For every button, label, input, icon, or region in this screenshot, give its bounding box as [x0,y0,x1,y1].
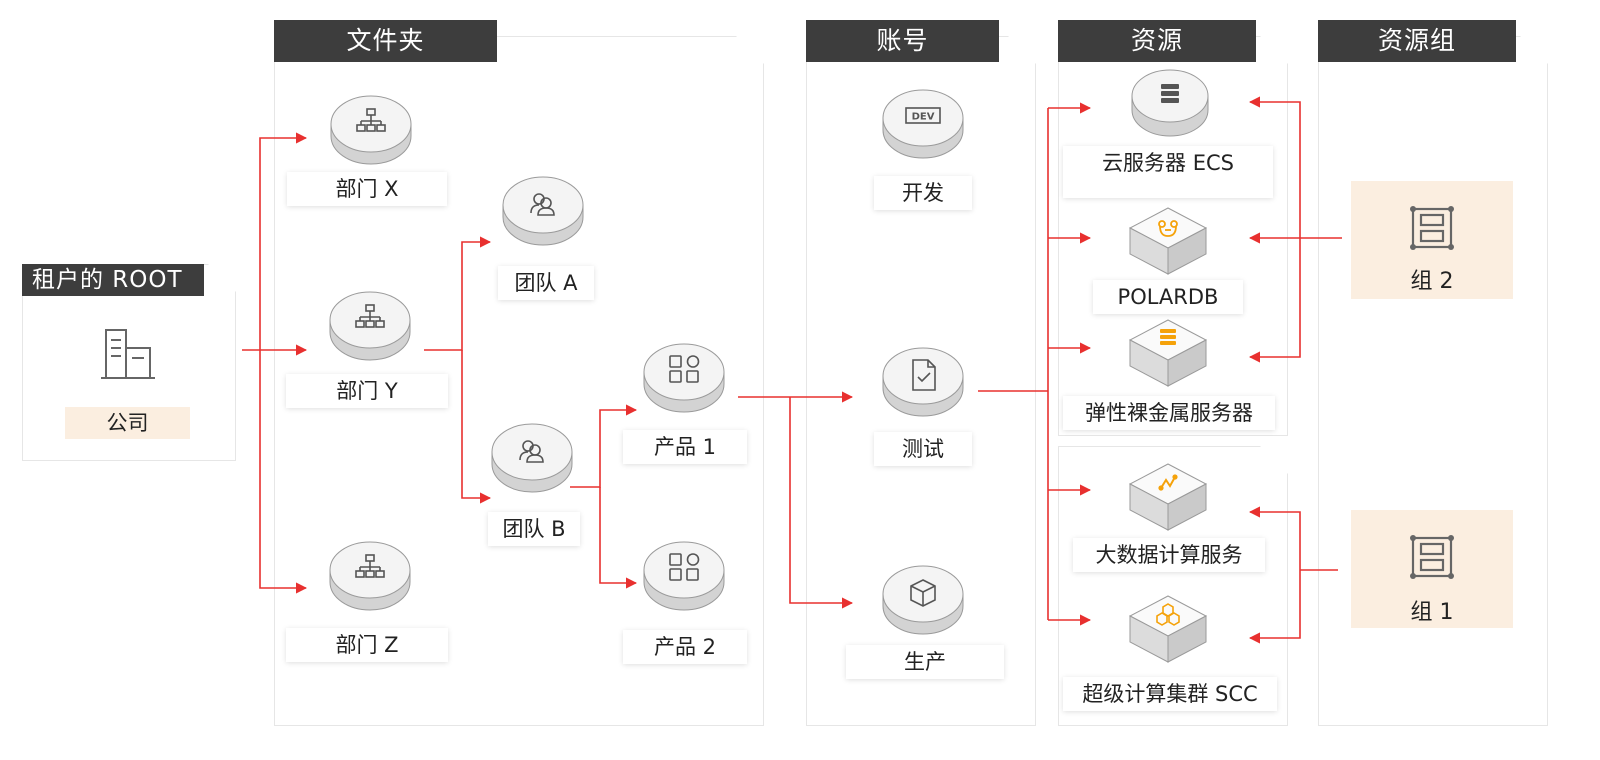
apps-icon [669,355,700,383]
bigdata-node [1128,463,1208,531]
tenant-root-header: 租户的 ROOT [22,264,204,296]
accounts-header: 账号 [806,20,999,62]
server-icon [1160,329,1176,345]
dept-z-label: 部门 Z [286,628,448,662]
folders-header: 文件夹 [274,20,497,62]
dev-account-node: DEV [882,89,964,159]
group-icon [1410,535,1454,579]
arrow-depty-team-a [424,236,492,351]
dept-y-label: 部门 Y [286,374,448,408]
resource-groups-header: 资源组 [1318,20,1516,62]
document-check-icon [912,359,936,391]
arrow-group1-scc [1248,570,1301,644]
product-2-node [643,541,725,611]
company-label: 公司 [65,407,190,439]
bare-metal-node [1128,319,1208,387]
test-account-label: 测试 [874,432,972,466]
group-2-label: 组 2 [1410,269,1454,294]
group-2-box: 组 2 [1351,181,1513,299]
team-a-label: 团队 A [498,266,594,300]
arrow-product1-prod [789,397,854,609]
bigdata-label: 大数据计算服务 [1073,538,1265,572]
ecs-label: 云服务器 ECS [1063,146,1273,198]
scc-label: 超级计算集群 SCC [1063,677,1277,711]
arrow-group1-bigdata [1248,506,1301,570]
team-icon [519,440,544,463]
product-1-node [643,343,725,413]
bare-metal-label: 弹性裸金属服务器 [1063,396,1275,430]
ecs-node [1131,69,1209,137]
dept-z-node [329,541,411,611]
arrow-teamb-product1 [570,404,638,488]
team-icon [530,193,555,216]
org-chart-icon [356,108,386,132]
arrow-group2-ecs [1248,96,1301,238]
org-chart-icon [355,554,385,578]
group-1-box: 组 1 [1351,510,1513,628]
hexagon-cluster-icon [1156,603,1180,626]
product-1-label: 产品 1 [623,430,747,464]
arrow-root-dept-x [259,132,308,350]
arrow-teamb-product2 [599,487,638,589]
polardb-label: POLARDB [1093,280,1243,314]
trend-icon [1158,474,1178,491]
scc-node [1128,595,1208,663]
test-account-node [882,347,964,417]
server-stack-icon [1161,84,1179,103]
product-2-label: 产品 2 [623,630,747,664]
dev-badge-icon [905,107,941,124]
org-chart-icon [355,304,385,328]
prod-account-label: 生产 [846,645,1004,679]
team-b-label: 团队 B [488,512,580,546]
building-icon [101,329,155,379]
group-icon [1410,206,1454,250]
bear-icon [1158,220,1178,237]
dept-x-node [330,95,412,165]
arrow-root-dept-z [259,350,308,594]
resources-header: 资源 [1058,20,1256,62]
package-icon [910,579,936,607]
arrow-depty-team-b [461,350,492,504]
team-b-node [491,423,573,493]
group-1-label: 组 1 [1410,600,1454,625]
dept-y-node [329,291,411,361]
dev-account-label: 开发 [874,176,972,210]
svg-text:DEV: DEV [912,112,935,123]
prod-account-node [882,565,964,635]
apps-icon [669,553,700,581]
polardb-node [1128,207,1208,275]
arrow-group2-baremetal [1248,238,1301,363]
dept-x-label: 部门 X [287,172,447,206]
team-a-node [502,176,584,246]
